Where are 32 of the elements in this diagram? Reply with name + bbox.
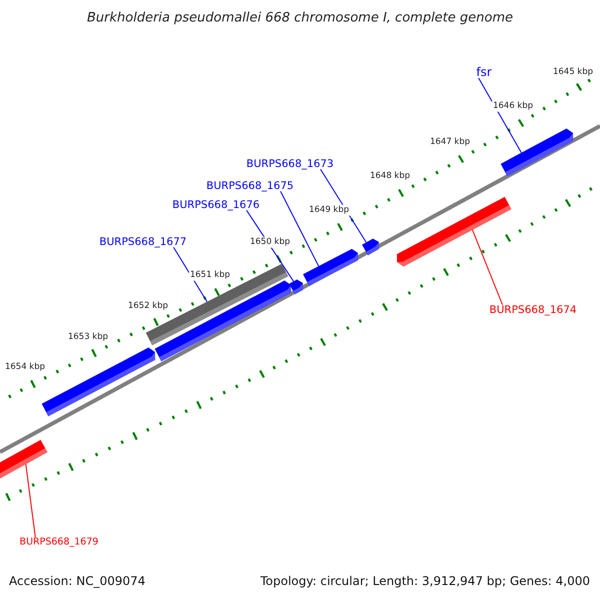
gene-label: BURPS668_1677 xyxy=(99,236,187,248)
gene-feature-bar xyxy=(396,196,512,266)
gene-feature-bar xyxy=(154,280,292,362)
gene-feature-bar xyxy=(500,128,574,176)
leader-line xyxy=(25,464,36,538)
leader-line xyxy=(472,229,503,306)
footer-text: Accession: NC_009074 xyxy=(9,575,146,587)
tick-label: 1649 kbp xyxy=(308,204,350,216)
gene-label: fsr xyxy=(476,66,492,78)
gene-feature-bar xyxy=(289,279,303,294)
leader-line xyxy=(478,78,522,154)
tick-label: 1648 kbp xyxy=(368,170,412,182)
gene-feature-bar xyxy=(362,238,379,256)
tick-label: 1652 kbp xyxy=(126,300,170,312)
gene-feature-bar xyxy=(303,248,358,286)
title: Burkholderia pseudomallei 668 chromosome I, complete genome xyxy=(86,12,514,24)
tick-label: 1645 kbp xyxy=(552,66,594,78)
gene-label: BURPS668_1679 xyxy=(20,537,98,547)
leader-line xyxy=(320,168,367,243)
tick-label: 1653 kbp xyxy=(66,332,110,342)
leader-line xyxy=(280,190,320,267)
tick-label: 1647 kbp xyxy=(428,136,472,148)
tick-label: 1651 kbp xyxy=(188,270,232,280)
tick-label: 1650 kbp xyxy=(248,236,292,248)
gene-label: BURPS668_1674 xyxy=(489,304,577,316)
gene-feature-bar xyxy=(0,440,48,480)
tick-label: 1646 kbp xyxy=(492,100,534,112)
gene-label: BURPS668_1673 xyxy=(246,158,334,170)
footer-text: Topology: circular; Length: 3,912,947 bp; Genes: 4,000 xyxy=(260,575,590,587)
gene-label: BURPS668_1675 xyxy=(206,180,294,192)
gene-label: BURPS668_1676 xyxy=(172,200,260,210)
tick-label: 1654 kbp xyxy=(4,362,46,372)
